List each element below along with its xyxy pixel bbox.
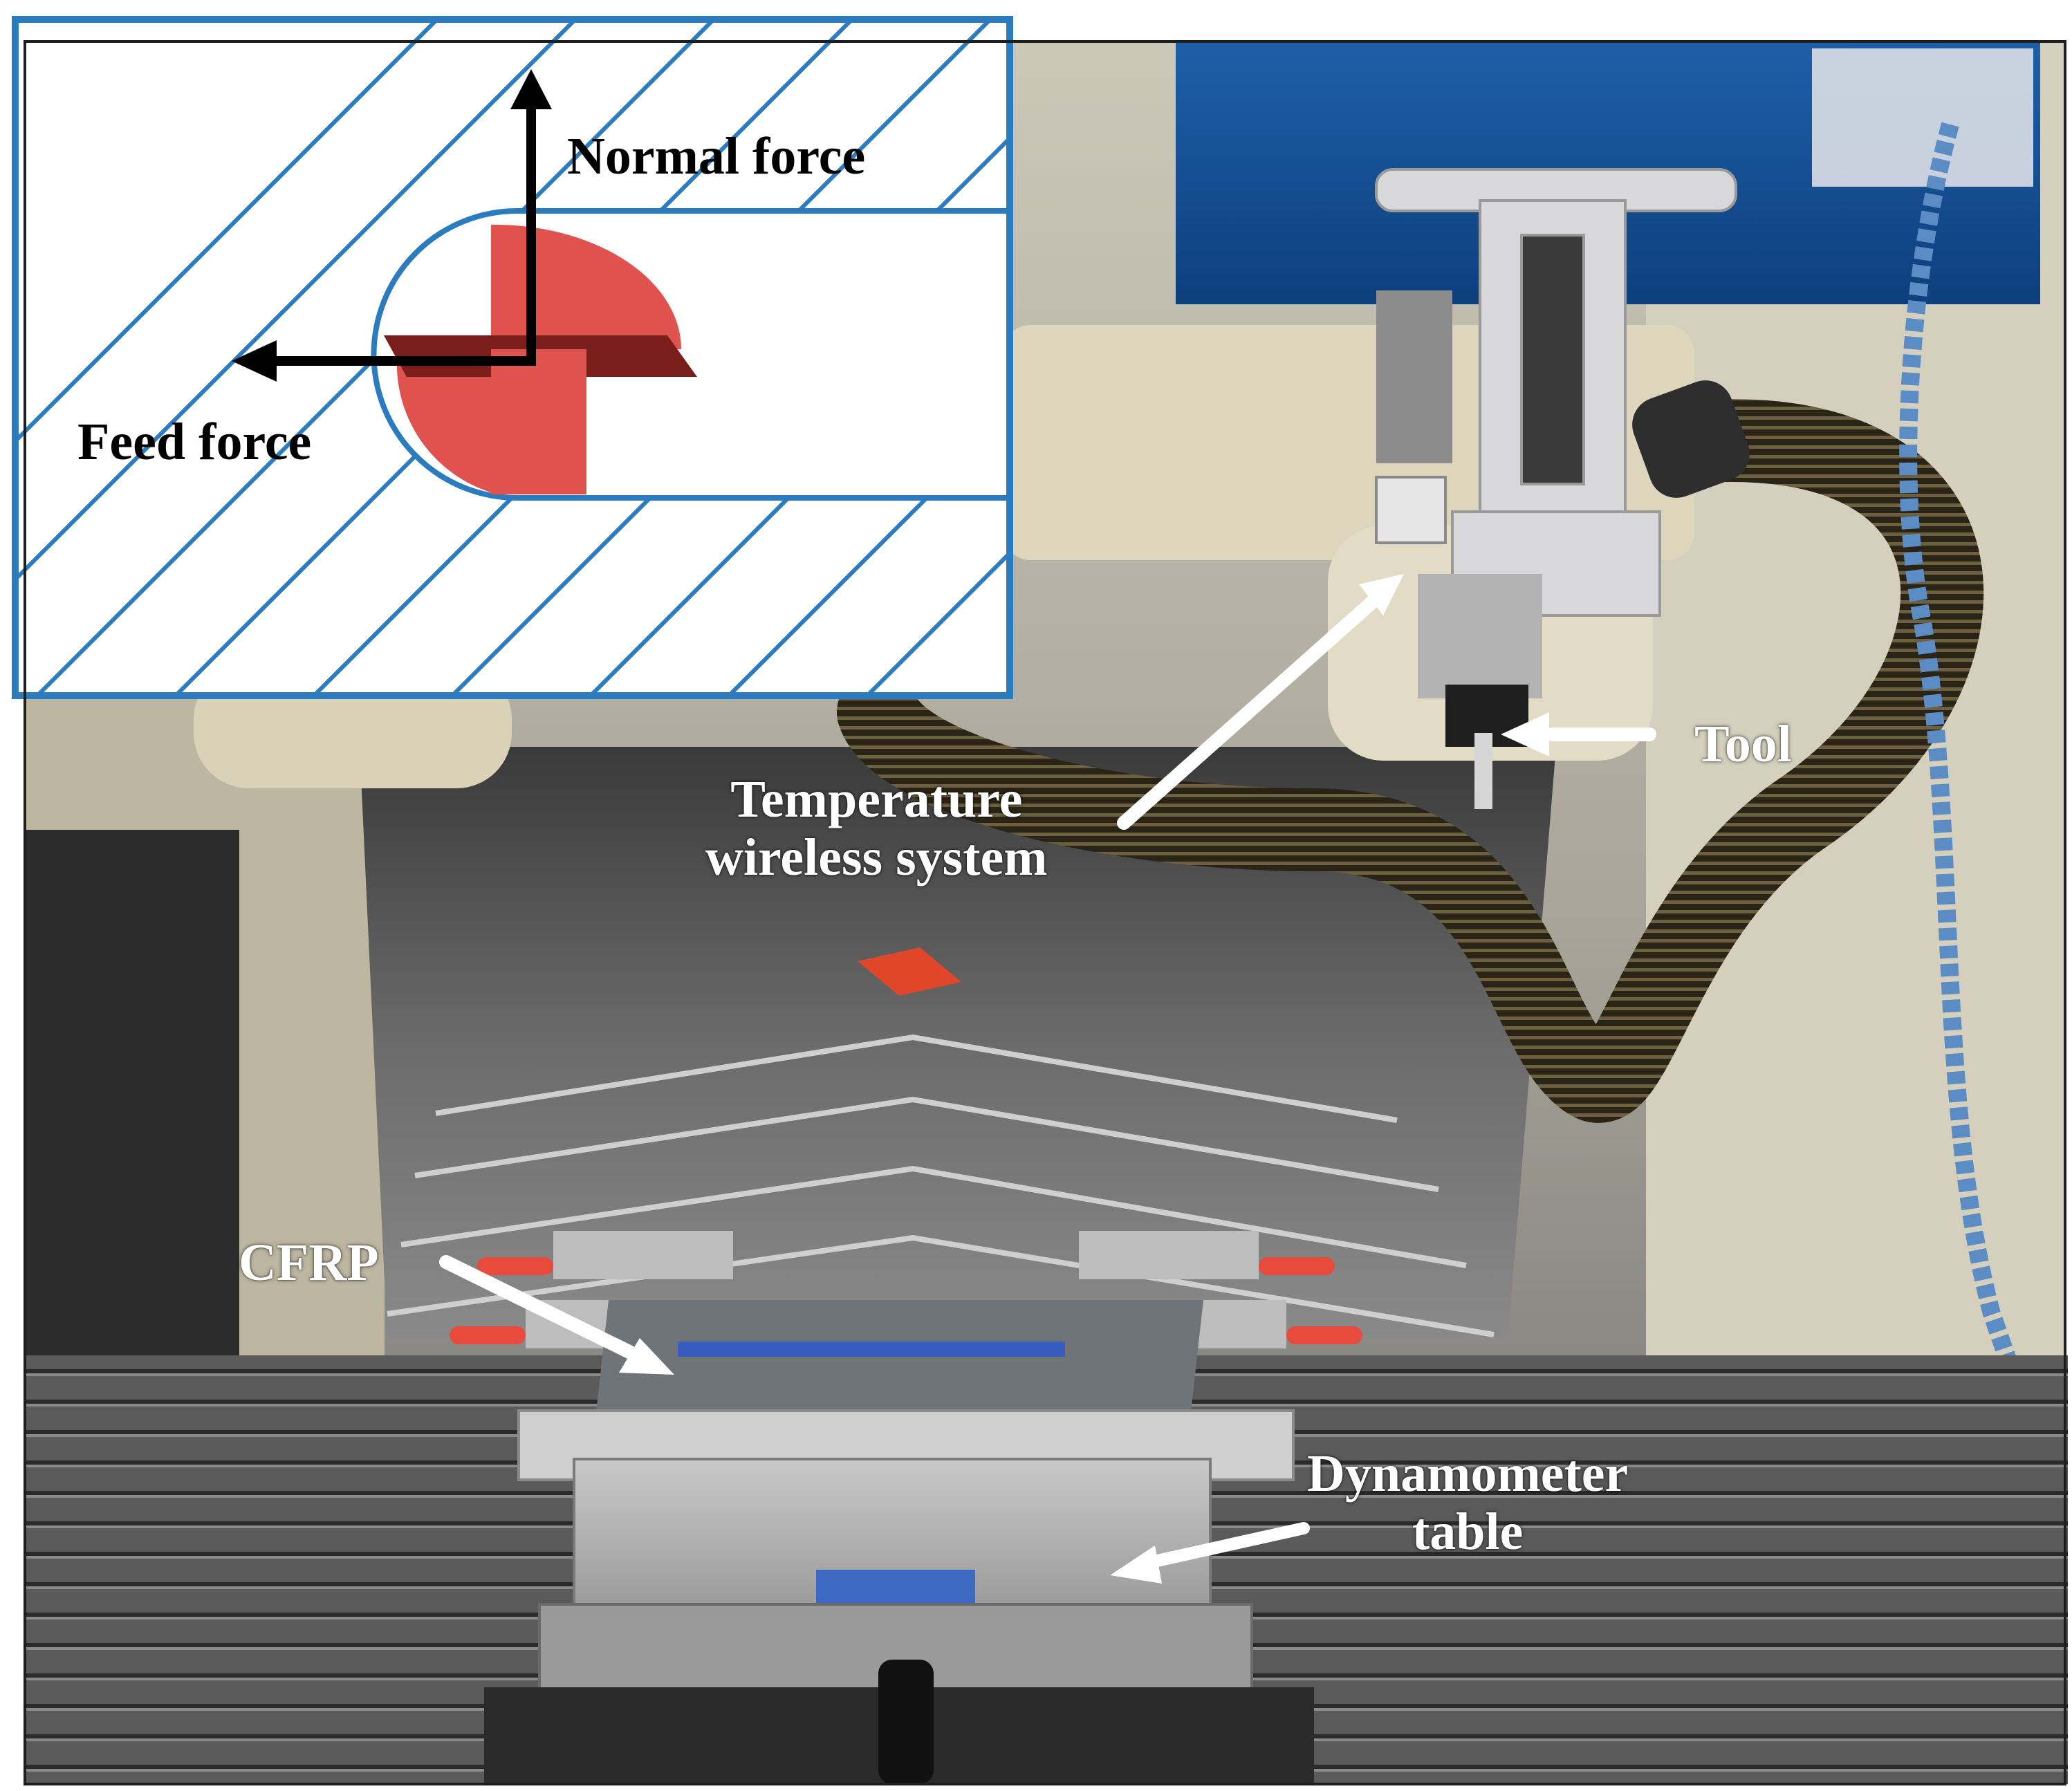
wireless-module bbox=[1375, 476, 1447, 544]
temperature-wireless-label: Temperature wireless system bbox=[705, 770, 1048, 887]
left-fixture bbox=[25, 830, 239, 1355]
dynamometer-arrow bbox=[1142, 1522, 1310, 1569]
tool-label: Tool bbox=[1694, 715, 1792, 773]
dynamometer-table-label: Dynamometer table bbox=[1307, 1445, 1628, 1561]
coolant-line bbox=[1899, 122, 2049, 1456]
cfrp-label: CFRP bbox=[239, 1234, 379, 1292]
feed-force-label: Feed force bbox=[77, 413, 312, 471]
tool-section bbox=[396, 225, 682, 494]
temperature-arrow-head bbox=[1359, 574, 1404, 615]
red-valve bbox=[858, 947, 961, 996]
blue-tape bbox=[678, 1342, 1065, 1357]
photo-arrows bbox=[439, 574, 1656, 1584]
logo-patch bbox=[1812, 48, 2033, 187]
cfrp-arrow bbox=[439, 1255, 643, 1362]
dynamometer-cable bbox=[878, 1660, 934, 1784]
temperature-label-line1: Temperature bbox=[730, 770, 1023, 828]
feed-force-arrow-head bbox=[232, 340, 277, 382]
photo-border bbox=[24, 40, 2066, 1785]
temperature-label-line2: wireless system bbox=[705, 828, 1048, 887]
way-covers bbox=[387, 1034, 1495, 1337]
normal-force-arrow-head bbox=[510, 69, 552, 109]
inset-frame bbox=[12, 16, 1013, 699]
spindle-body bbox=[1376, 290, 1452, 463]
machine-photo bbox=[25, 41, 2068, 1784]
inset-diagram bbox=[12, 16, 1013, 699]
normal-force-label: Normal force bbox=[567, 127, 866, 185]
dynamometer-label-line2: table bbox=[1412, 1502, 1524, 1561]
temperature-arrow bbox=[1117, 595, 1380, 830]
dynamometer-arrow-head bbox=[1110, 1546, 1162, 1584]
dynamometer-label-line1: Dynamometer bbox=[1307, 1445, 1629, 1503]
hose-connector bbox=[1632, 380, 1750, 498]
cfrp-arrow-head bbox=[619, 1338, 674, 1375]
tool-lower-block bbox=[491, 349, 586, 494]
cutting-tool bbox=[1474, 733, 1492, 809]
tool-holder bbox=[1418, 574, 1542, 698]
tool-arrow-head bbox=[1501, 712, 1549, 757]
cfrp-plate bbox=[595, 1300, 1203, 1425]
vacuum-hose bbox=[837, 399, 1984, 1123]
